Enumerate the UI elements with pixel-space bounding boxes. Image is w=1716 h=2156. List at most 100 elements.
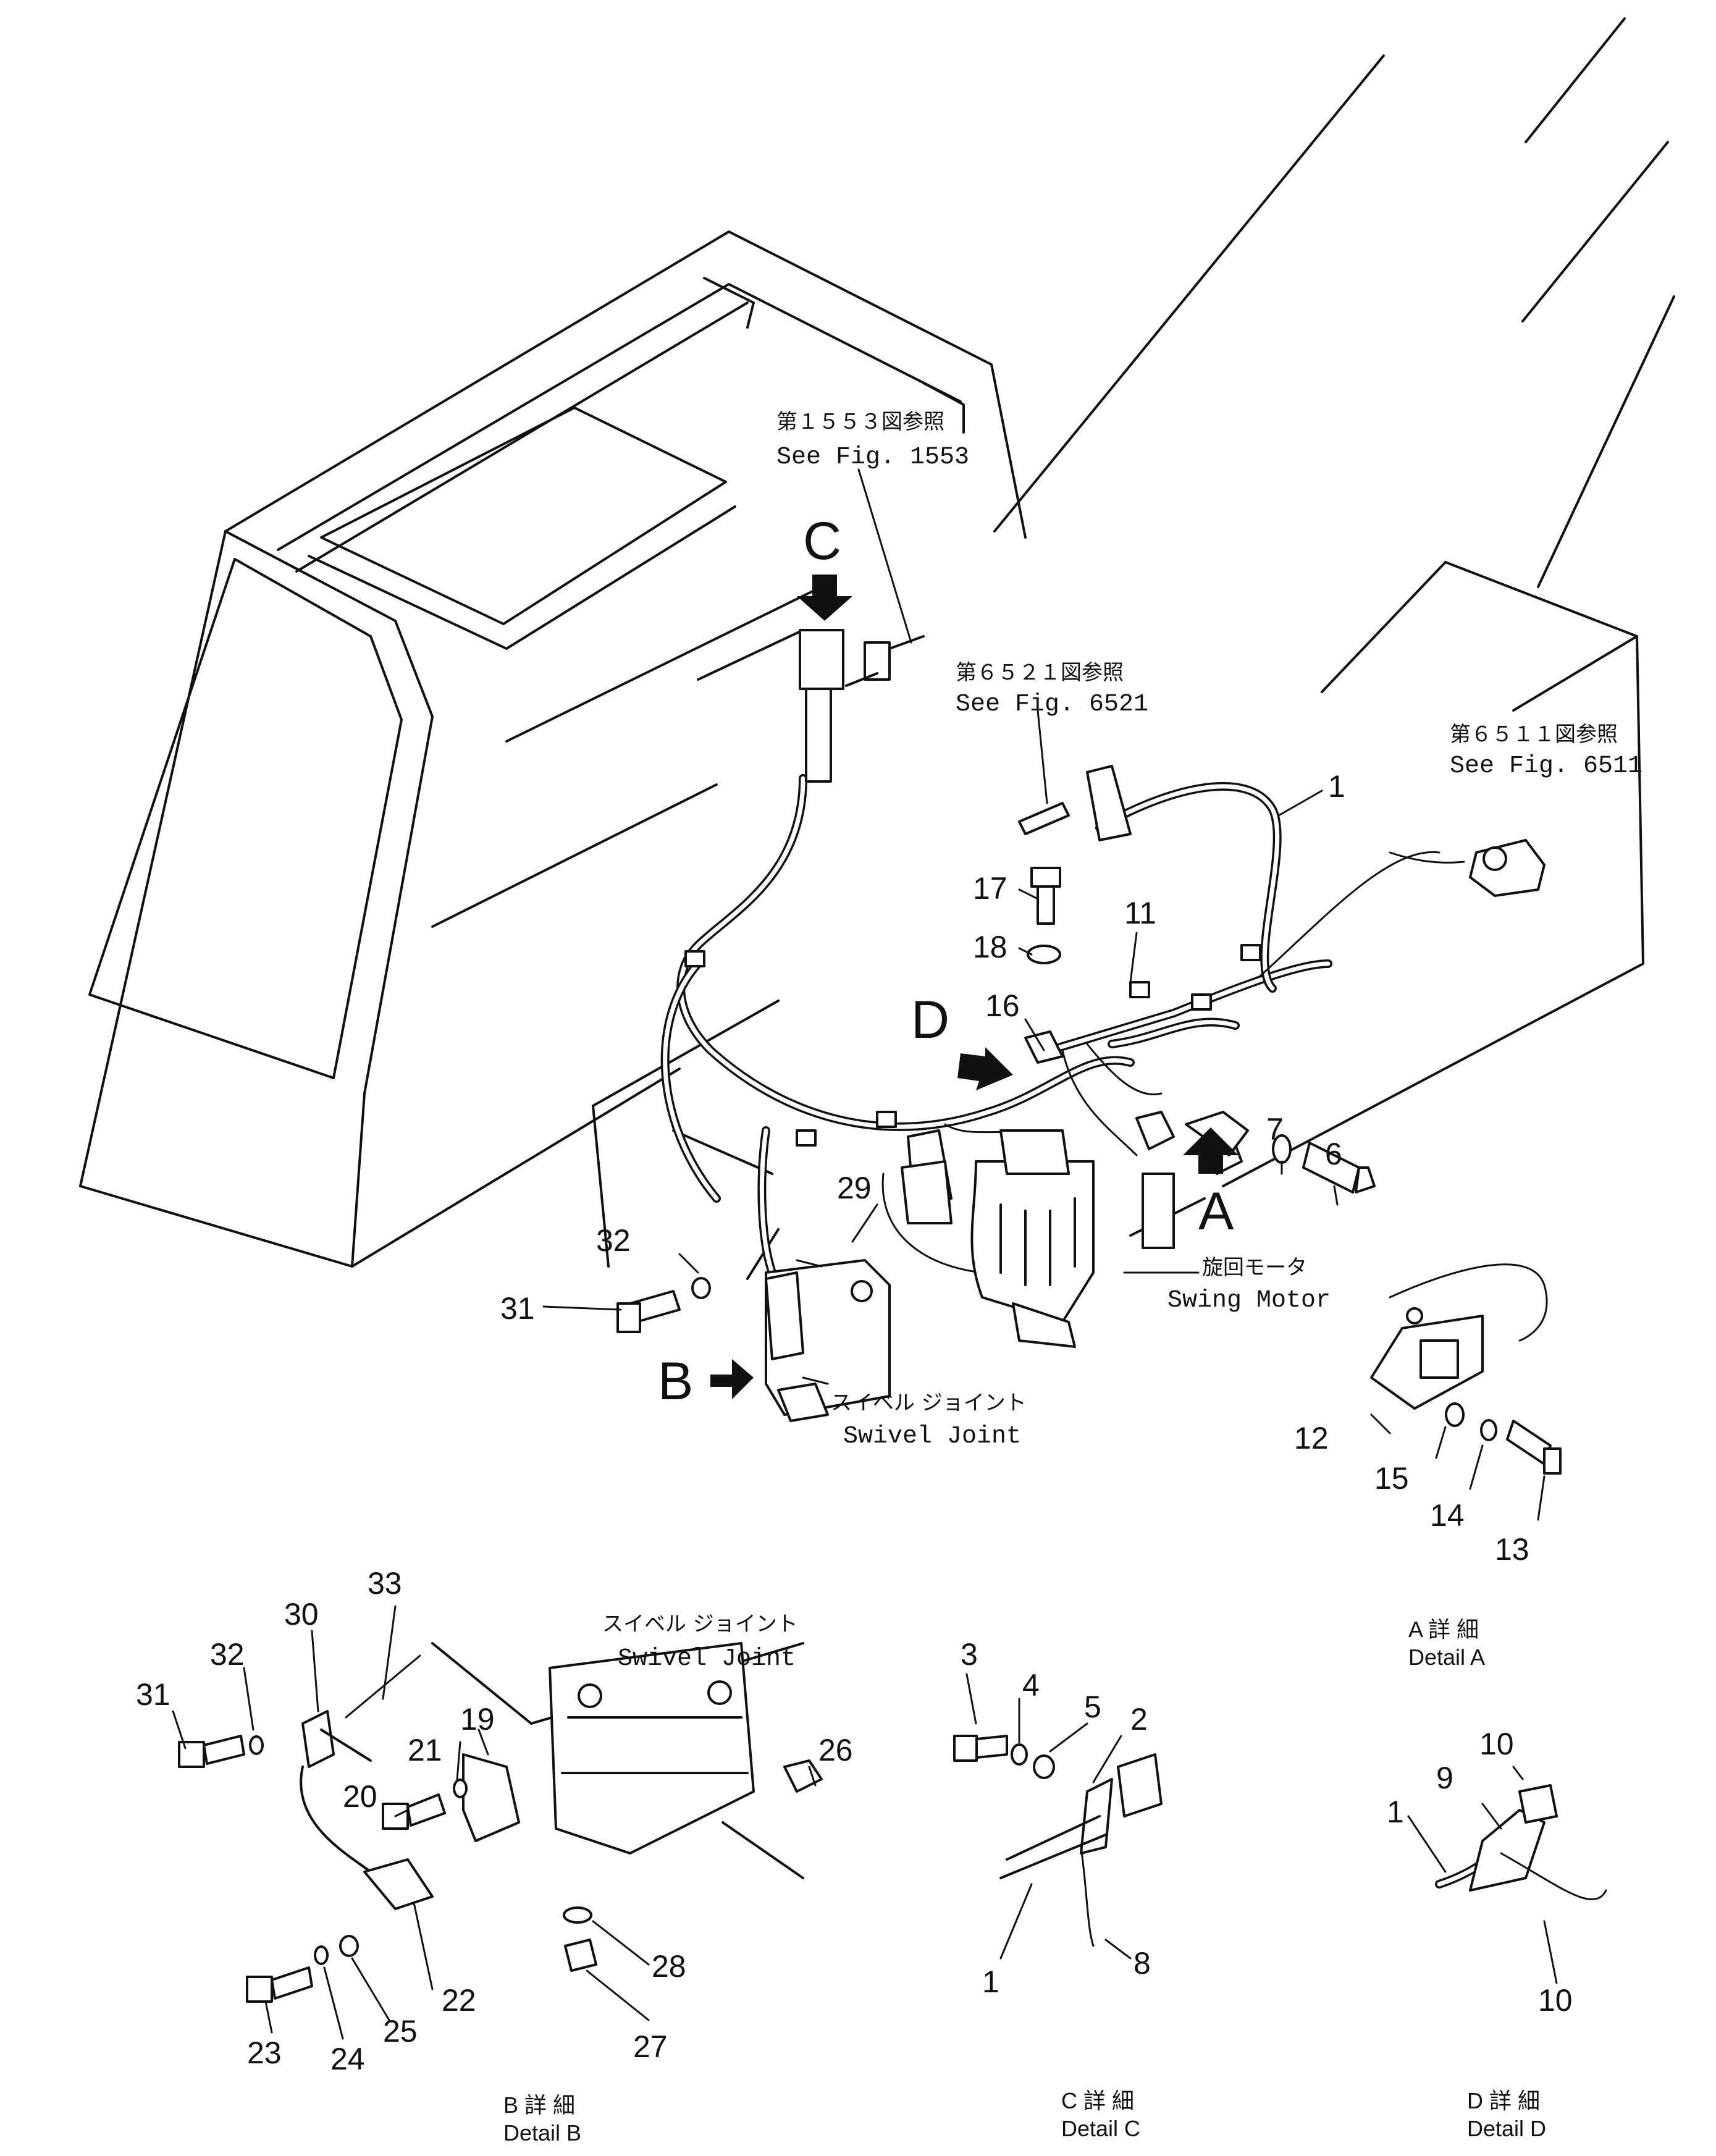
callout: 26 — [818, 1733, 853, 1767]
view-marker-b: B — [658, 1352, 693, 1411]
washer-32 — [691, 1277, 711, 1299]
callout: 1 — [982, 1964, 999, 1999]
arrow-c — [797, 575, 852, 621]
callout: 6 — [1325, 1137, 1342, 1171]
detail-a-en: Detail A — [1408, 1644, 1485, 1670]
callout: 3 — [961, 1637, 978, 1672]
bolt-31-b — [178, 1741, 205, 1768]
view-marker-c: C — [803, 512, 841, 571]
view-marker-a: A — [1198, 1182, 1234, 1241]
callout: 27 — [633, 2029, 668, 2064]
ref-6521-jp: 第６５２１図参照 — [956, 660, 1124, 685]
washer-5 — [1033, 1754, 1055, 1779]
swing-motor-label-jp: 旋回モータ — [1202, 1255, 1307, 1280]
washer-21 — [453, 1779, 468, 1798]
callout: 32 — [596, 1223, 631, 1258]
sensor-pair — [1135, 1111, 1249, 1175]
swivel-joint — [765, 1259, 891, 1422]
callout: 9 — [1436, 1761, 1453, 1795]
leader-lines-main — [542, 468, 1339, 1385]
callout: 7 — [1266, 1112, 1284, 1147]
callout: 10 — [1538, 1983, 1573, 2018]
callout: 18 — [973, 930, 1007, 964]
detail-c-drawing — [953, 1673, 1163, 1960]
bracket-30 — [301, 1710, 335, 1768]
ref-6521-en: See Fig. 6521 — [956, 691, 1148, 718]
switch-22 — [363, 1858, 434, 1910]
wiring-harness-1 — [660, 774, 1441, 1277]
connector-c-group — [799, 629, 925, 783]
callout: 8 — [1133, 1946, 1151, 1981]
callout: 1 — [1387, 1795, 1404, 1829]
detail-d-drawing — [1407, 1766, 1607, 1984]
detail-a-jp: A 詳 細 — [1408, 1617, 1479, 1642]
detail-b-swivel-label-jp: スイベル ジョイント — [602, 1612, 798, 1636]
callout: 30 — [284, 1597, 319, 1632]
callout: 11 — [1124, 896, 1156, 930]
arrow-b — [710, 1359, 754, 1399]
callout: 28 — [652, 1949, 686, 1984]
callout: 4 — [1022, 1668, 1040, 1703]
callout: 16 — [985, 988, 1020, 1023]
washer-28 — [563, 1906, 592, 1924]
bolt-3 — [953, 1735, 978, 1762]
callout: 10 — [1479, 1727, 1514, 1761]
detail-a-drawing — [1370, 1263, 1562, 1521]
arrow-a — [1183, 1127, 1239, 1174]
detail-b-jp: B 詳 細 — [503, 2092, 575, 2118]
detail-b-swivel-label-en: Swivel Joint — [618, 1645, 796, 1673]
callout: 5 — [1084, 1690, 1101, 1724]
nut-27 — [564, 1939, 597, 1972]
upper-structure-outline — [79, 17, 1675, 1280]
washer-25 — [339, 1935, 359, 1957]
detail-d-jp: D 詳 細 — [1467, 2088, 1540, 2113]
detail-b-en: Detail B — [503, 2120, 581, 2145]
ref-1553-en: See Fig. 1553 — [776, 444, 969, 471]
switch-6511 — [1389, 839, 1546, 897]
washer-15 — [1445, 1402, 1465, 1427]
callout: 13 — [1495, 1532, 1529, 1567]
callout: 21 — [408, 1733, 442, 1767]
callout: 15 — [1374, 1461, 1409, 1496]
callout: 2 — [1130, 1702, 1148, 1737]
swivel-joint-label-en: Swivel Joint — [843, 1423, 1021, 1451]
bracket-19 — [462, 1753, 520, 1842]
bolt-23 — [246, 1976, 273, 2003]
detail-d-en: Detail D — [1467, 2116, 1546, 2141]
callout: 14 — [1430, 1498, 1465, 1533]
swing-motor — [901, 1129, 1175, 1348]
callout: 25 — [383, 2014, 418, 2049]
bolt-31 — [616, 1290, 681, 1333]
callout: 12 — [1294, 1421, 1329, 1455]
callout: 19 — [460, 1702, 495, 1737]
washer-14 — [1480, 1419, 1497, 1441]
callout: 1 — [1328, 769, 1345, 804]
detail-b-drawing — [172, 1605, 823, 2040]
view-marker-d: D — [911, 990, 949, 1050]
detail-c-jp: C 詳 細 — [1061, 2088, 1134, 2113]
callout: 17 — [973, 871, 1007, 906]
washer-4 — [1011, 1743, 1028, 1766]
callout: 23 — [247, 2036, 282, 2070]
callout: 31 — [500, 1291, 535, 1326]
cap-26 — [783, 1759, 823, 1793]
bolt-17 — [1030, 867, 1061, 925]
bolt-6 — [1302, 1142, 1376, 1194]
arrow-d — [957, 1047, 1013, 1090]
swing-motor-label-en: Swing Motor — [1167, 1287, 1331, 1315]
callout: 29 — [837, 1171, 872, 1205]
callout: 32 — [210, 1637, 245, 1672]
washer-32-b — [249, 1735, 264, 1755]
ref-6511-jp: 第６５１１図参照 — [1450, 722, 1618, 747]
callout: 33 — [368, 1566, 402, 1601]
ref-1553-jp: 第１５５３図参照 — [776, 410, 944, 434]
callout: 24 — [330, 2042, 365, 2076]
ref-6511-en: See Fig. 6511 — [1450, 752, 1642, 780]
callout: 31 — [136, 1677, 170, 1712]
clip-16 — [1024, 1030, 1064, 1064]
callout: 20 — [343, 1779, 377, 1814]
callout: 22 — [442, 1983, 476, 2018]
washer-24 — [314, 1945, 329, 1965]
